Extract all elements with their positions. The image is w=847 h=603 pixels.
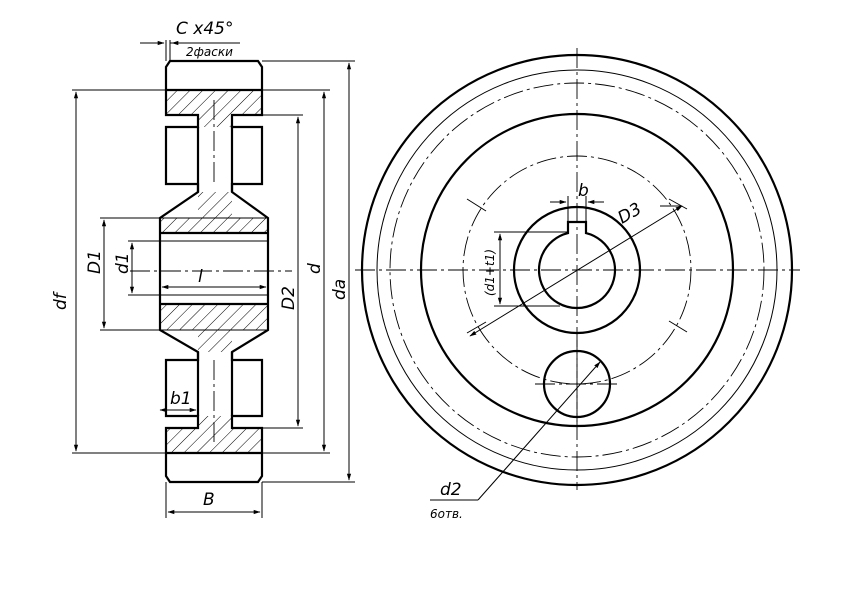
hatched-hub (160, 192, 268, 352)
holes-label: 6отв. (430, 507, 463, 521)
d1-label: d1 (113, 252, 133, 274)
B-label: B (203, 490, 215, 510)
D2-label: D2 (279, 286, 299, 310)
b-label: b (578, 181, 589, 201)
da-label: da (330, 279, 350, 300)
l-label: l (198, 267, 203, 287)
gear-outline (158, 59, 270, 484)
section-view (130, 59, 292, 484)
chamfer-label: C x45° (176, 19, 233, 39)
chamfer-note: 2фаски (186, 45, 233, 59)
df-label: df (51, 290, 71, 310)
dimensions-side: C x45° 2фаски df D1 d1 l D2 d da b1 B (51, 19, 355, 518)
D1-label: D1 (85, 250, 105, 274)
d2-label: d2 (440, 480, 462, 500)
b1-label: b1 (170, 389, 192, 409)
keyway-depth-label: (d1+t1) (483, 249, 497, 296)
front-view: b D3 (d1+t1) d2 6отв. (355, 48, 800, 521)
d-label: d (305, 263, 325, 274)
